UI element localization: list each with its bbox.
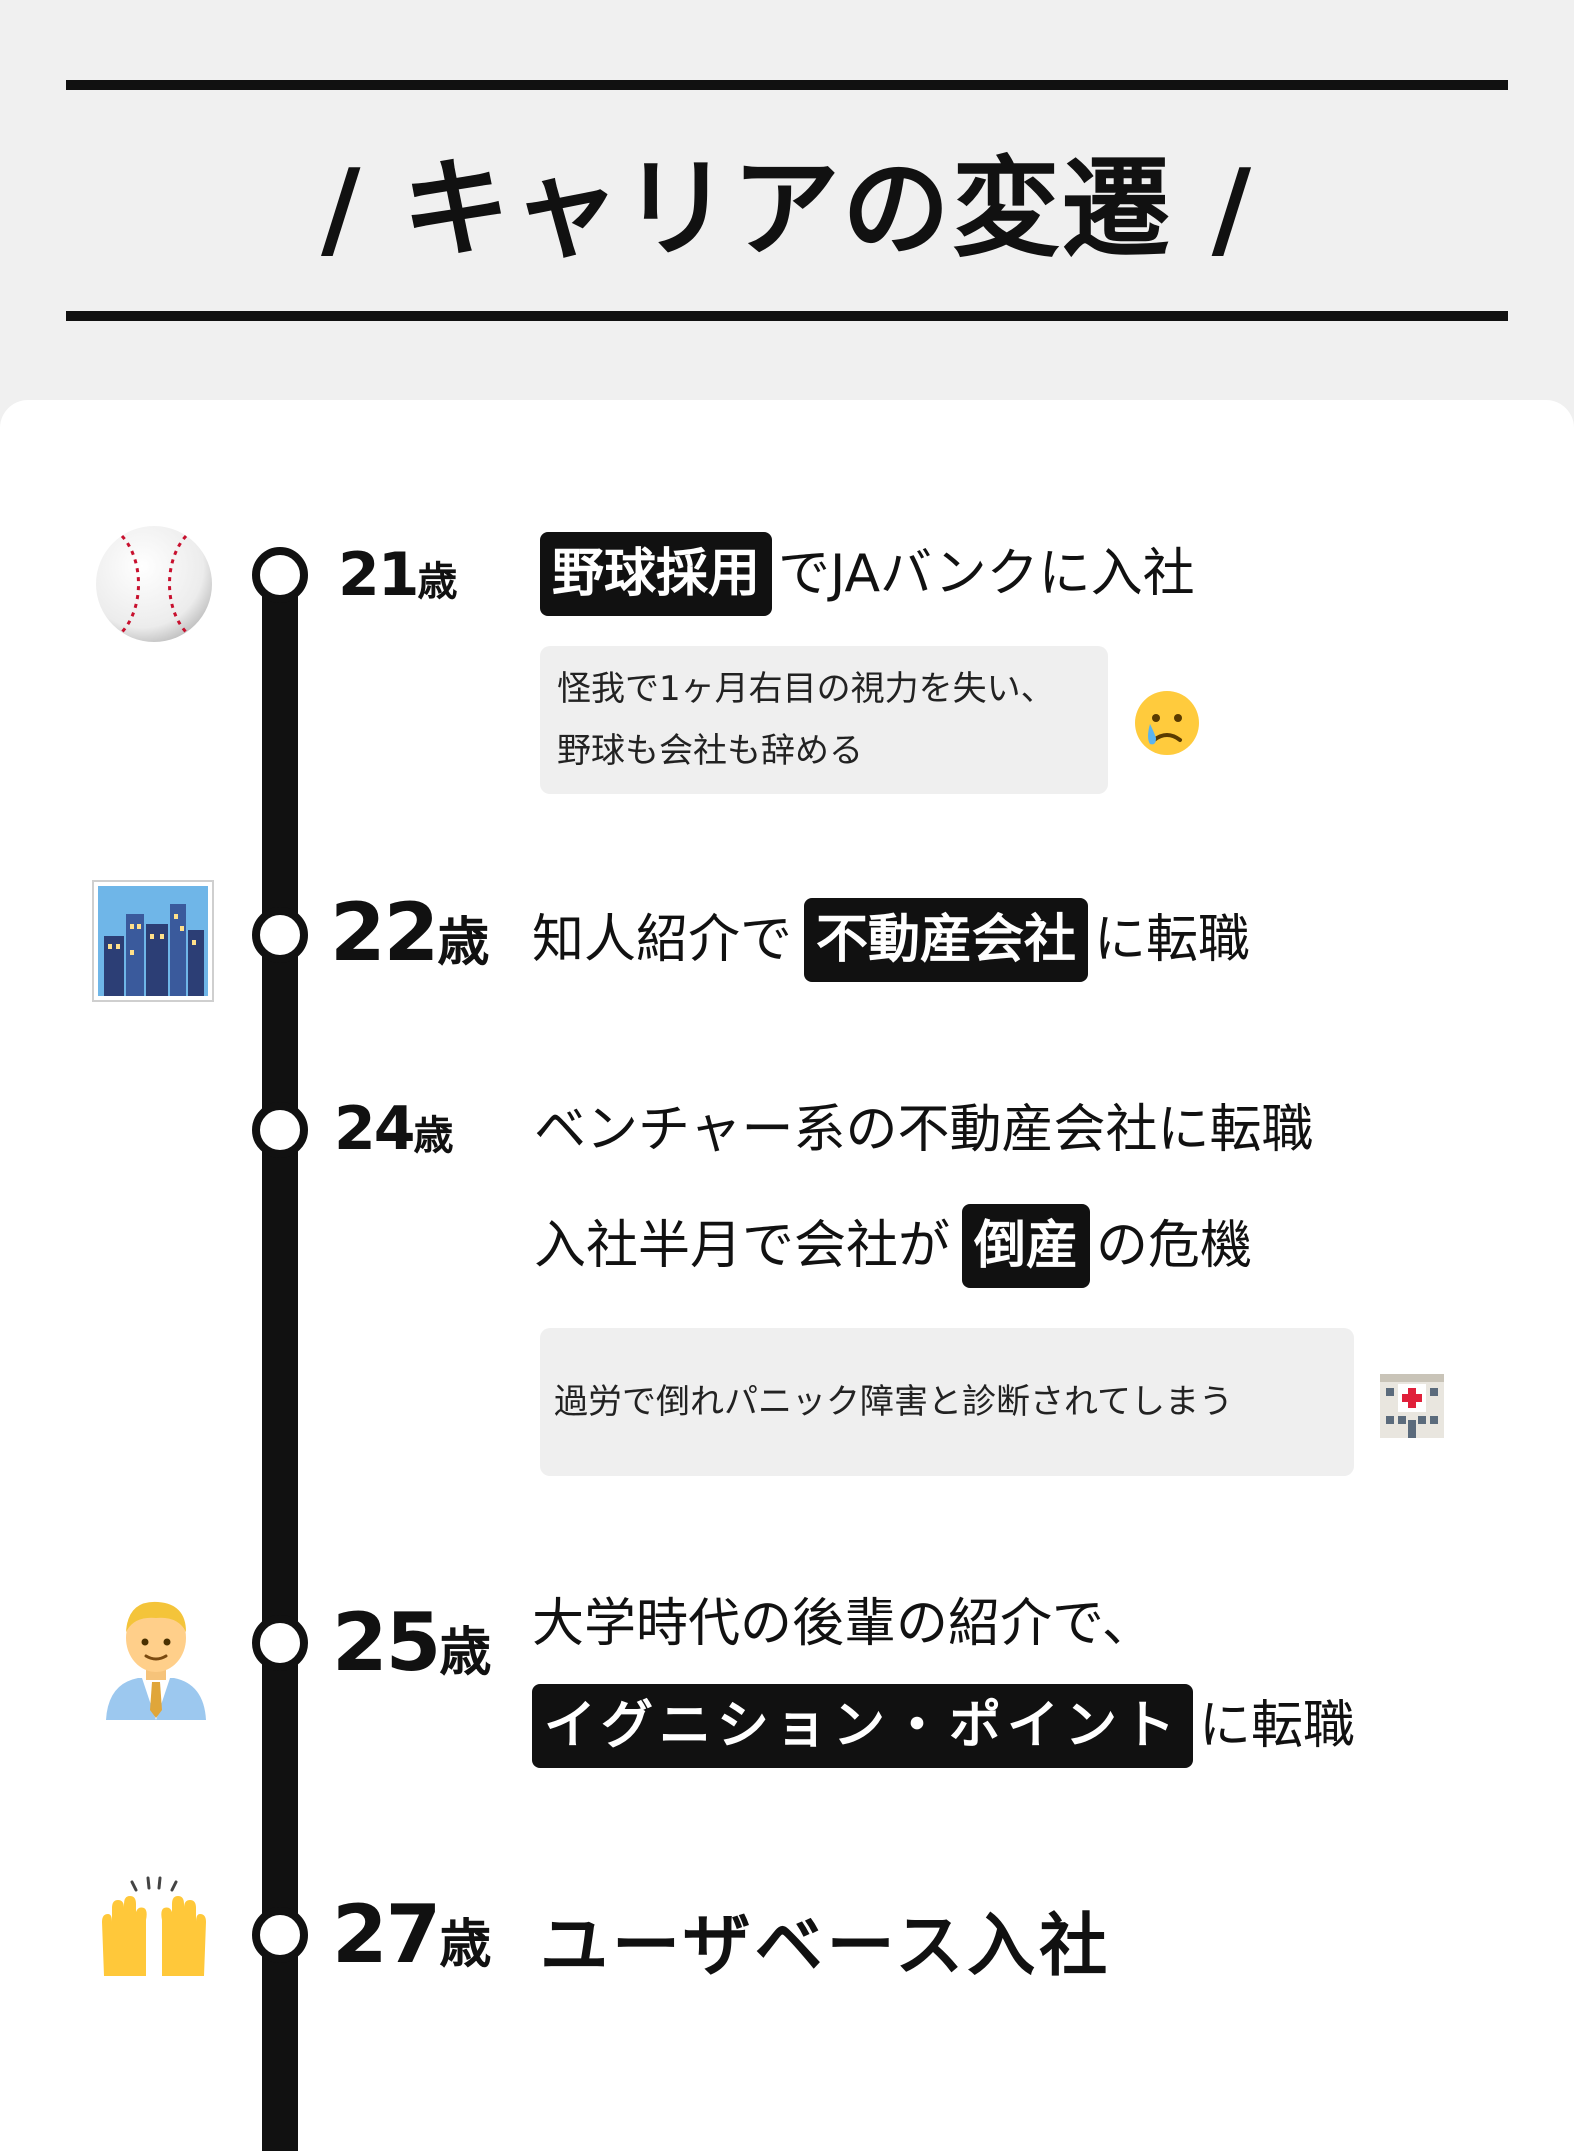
title-bottom-rule (66, 311, 1508, 321)
entry-headline: ベンチャー系の不動産会社に転職 (534, 1088, 1313, 1172)
note-line: 怪我で1ヶ月右目の視力を失い、 (557, 669, 1055, 709)
timeline-node (252, 1907, 308, 1963)
age-number: 24 (334, 1094, 415, 1164)
headline-text: に転職 (1094, 910, 1251, 970)
highlight-badge: 不動産会社 (804, 898, 1089, 982)
age-unit: 歳 (439, 1915, 492, 1975)
entry-headline: 知人紹介で不動産会社に転職 (532, 898, 1250, 982)
baseball-icon (96, 526, 212, 642)
age-number: 25 (332, 1596, 441, 1689)
headline-text: に転職 (1198, 1696, 1355, 1756)
age-unit: 歳 (437, 913, 490, 973)
title-top-rule (66, 80, 1508, 90)
age-unit: 歳 (417, 559, 458, 605)
note-line: 野球も会社も辞める (557, 731, 863, 771)
age-unit: 歳 (413, 1113, 454, 1159)
entry-headline-line2: 入社半月で会社が倒産の危機 (534, 1204, 1252, 1288)
highlight-badge: 野球採用 (540, 532, 773, 616)
headline-text: 入社半月で会社が (534, 1216, 951, 1276)
age-number: 22 (330, 886, 439, 979)
note-line: 過労で倒れパニック障害と診断されてしまう (554, 1382, 1233, 1422)
page-title: / キャリアの変遷 / (320, 147, 1254, 272)
age-unit: 歳 (439, 1623, 492, 1683)
timeline-rail (262, 560, 298, 2151)
age-label: 25歳 (332, 1596, 491, 1689)
hospital-icon (1380, 1374, 1444, 1438)
entry-headline-line2: イグニション・ポイントに転職 (532, 1684, 1355, 1768)
headline-text: 知人紹介で (532, 910, 793, 970)
headline-text: 大学時代の後輩の紹介で、 (532, 1594, 1154, 1654)
age-label: 27歳 (332, 1888, 491, 1981)
crying-face-icon (1135, 691, 1199, 755)
age-label: 24歳 (334, 1094, 454, 1164)
age-label: 21歳 (338, 540, 458, 610)
raised-hands-icon (102, 1876, 206, 1976)
timeline-node (252, 1615, 308, 1671)
entry-headline: ユーザベース入社 (540, 1907, 1112, 1986)
city-buildings-icon (92, 880, 214, 1002)
age-number: 21 (338, 540, 419, 610)
note-box: 過労で倒れパニック障害と診断されてしまう (540, 1328, 1354, 1476)
note-box: 怪我で1ヶ月右目の視力を失い、 野球も会社も辞める (540, 646, 1108, 794)
headline-text: でJAバンクに入社 (778, 544, 1195, 604)
timeline-node (252, 1102, 308, 1158)
timeline-node (252, 907, 308, 963)
office-worker-icon (106, 1601, 206, 1720)
entry-headline: 大学時代の後輩の紹介で、 (532, 1582, 1154, 1666)
highlight-badge: 倒産 (962, 1204, 1091, 1288)
highlight-badge: イグニション・ポイント (532, 1684, 1193, 1768)
timeline-node (252, 547, 308, 603)
age-number: 27 (332, 1888, 441, 1981)
entry-headline: 野球採用でJAバンクに入社 (540, 532, 1195, 616)
headline-text: ベンチャー系の不動産会社に転職 (534, 1100, 1314, 1160)
age-label: 22歳 (330, 886, 489, 979)
headline-text: の危機 (1096, 1216, 1253, 1276)
